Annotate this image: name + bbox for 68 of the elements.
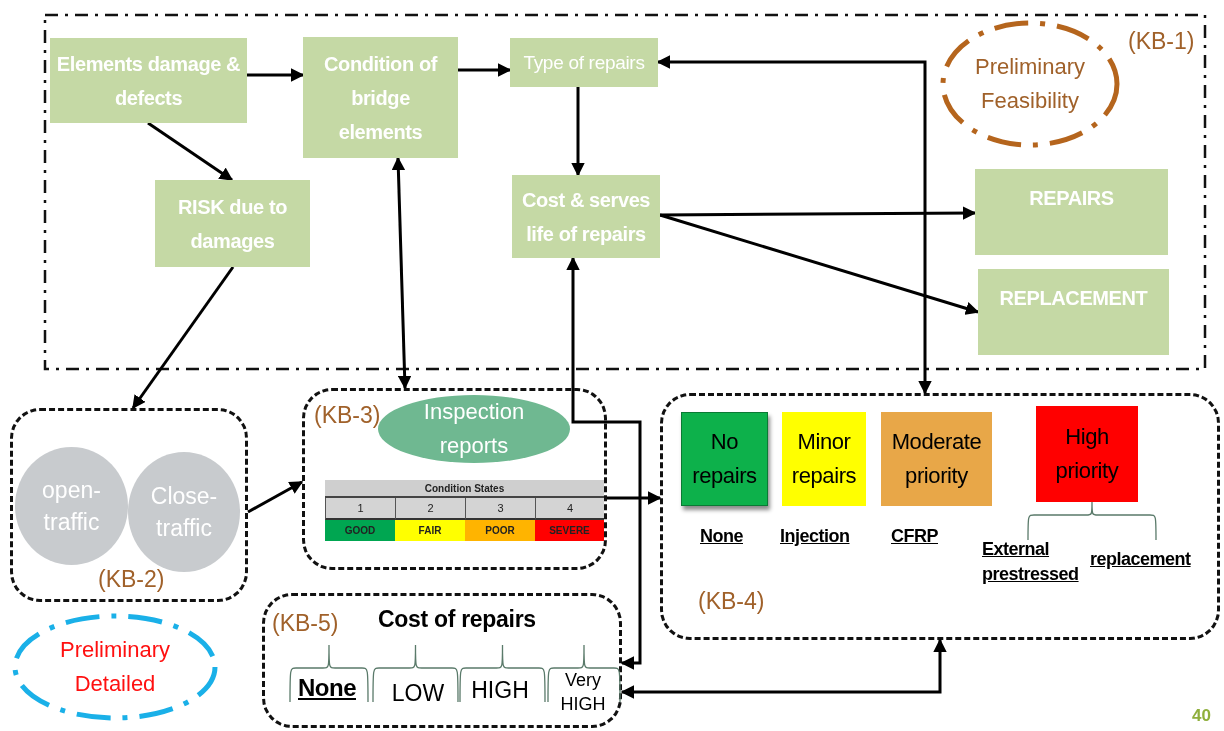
arrow [247, 480, 304, 514]
arrow [131, 266, 235, 410]
dash-dot-ellipse [940, 20, 1120, 148]
node-label: Elements damage & defects [56, 51, 241, 111]
table-cell: 3 [465, 498, 535, 520]
arrow [620, 638, 947, 699]
priority-box [881, 412, 992, 506]
page-number: 40 [1192, 706, 1212, 726]
arrow [247, 68, 305, 82]
arrow [391, 156, 412, 390]
node-label: Minor repairs [790, 428, 858, 490]
arrow [458, 63, 512, 77]
arrow [147, 121, 234, 182]
priority-box [782, 412, 866, 506]
frame-label: (KB-4) [698, 588, 765, 615]
process-box [155, 180, 310, 267]
node-label: High priority [1054, 423, 1120, 485]
text-label: Very HIGH [559, 669, 607, 716]
node-label: RISK due to damages [177, 194, 288, 254]
node-label: Inspection reports [422, 398, 526, 460]
table-cell: 4 [535, 498, 604, 520]
process-box [978, 269, 1169, 355]
table-cell: 2 [395, 498, 465, 520]
node-label: Preliminary Detailed [59, 636, 171, 698]
process-box [975, 169, 1168, 255]
process-box [303, 37, 458, 158]
dash-dot-ellipse [12, 613, 218, 721]
table-header: Condition States [325, 480, 604, 498]
text-label: LOW [390, 680, 446, 707]
node-label: No repairs [691, 428, 758, 490]
node-label: REPLACEMENT [999, 286, 1148, 311]
node-label: Cost & serves life of repairs [520, 187, 652, 247]
arrow [660, 206, 977, 220]
frame-label: (KB-2) [98, 566, 165, 593]
table-cell: 1 [325, 498, 395, 520]
arrow [571, 87, 585, 177]
process-box [50, 38, 247, 123]
node-label: REPAIRS [1029, 186, 1114, 211]
text-label: CFRP [891, 525, 939, 548]
text-label: External prestressed [982, 538, 1080, 586]
text-label: Injection [780, 525, 851, 548]
dash-dot-frame [44, 14, 1206, 370]
node-label: Condition of bridge elements [323, 51, 439, 145]
arrow [659, 213, 980, 315]
priority-box [681, 412, 768, 506]
dashed-frame [660, 393, 1220, 640]
table-cell: GOOD [325, 520, 395, 541]
dashed-frame [262, 593, 622, 728]
process-box [512, 175, 660, 258]
frame-title: Cost of repairs [378, 606, 536, 633]
frame-label: (KB-5) [272, 610, 339, 637]
arrow [607, 491, 662, 505]
table-cell: FAIR [395, 520, 465, 541]
frame-label: (KB-3) [314, 402, 381, 429]
table-cell: POOR [465, 520, 535, 541]
priority-box [1036, 406, 1138, 502]
dashed-frame [10, 408, 248, 602]
process-box [510, 38, 658, 87]
frame-label: (KB-1) [1128, 28, 1195, 55]
node-label: Preliminary Feasibility [974, 53, 1086, 115]
table-cell: SEVERE [535, 520, 604, 541]
node-label: Moderate priority [890, 428, 983, 490]
node-label: Type of repairs [523, 51, 645, 74]
text-label: None [700, 525, 744, 548]
text-label: replacement [1090, 548, 1192, 571]
text-label: HIGH [470, 677, 530, 704]
arrow [566, 256, 642, 670]
text-label: None [298, 674, 357, 702]
